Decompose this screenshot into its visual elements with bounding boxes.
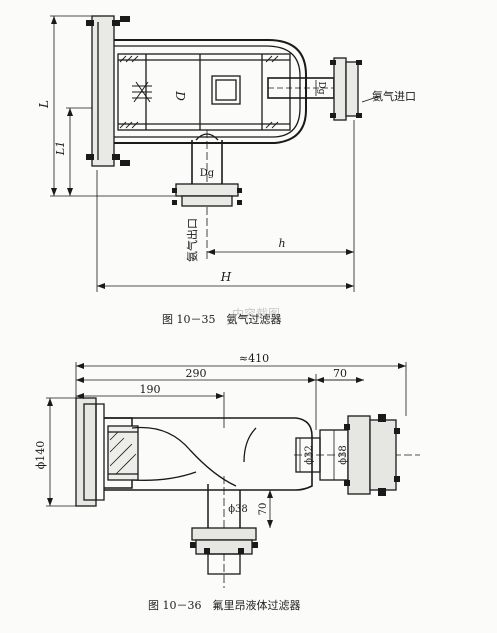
figure1-caption: 图 10－35 氨气过滤器 (162, 313, 282, 326)
dim-h-label: h (278, 237, 285, 250)
dim-L1-label: L1 (54, 141, 67, 156)
figure2-caption: 图 10－36 氟里昂液体过滤器 (148, 599, 301, 612)
dim-phi38-bottom-label: ϕ38 (228, 504, 248, 515)
dim-L-label: L (37, 100, 51, 109)
figure2-labels: ≈410 290 70 190 ϕ140 ϕ32 ϕ38 ϕ38 70 (34, 352, 349, 515)
inlet-label: 氨气进口 (372, 89, 416, 103)
figure1-labels: L L1 D Dg Dg 氨气进口 氨气出口 h H (37, 82, 416, 284)
dim-phi38-right-label: ϕ38 (338, 445, 349, 465)
freon-filter-drawing (46, 362, 420, 588)
dim-70-vert-label: 70 (258, 503, 269, 516)
ammonia-filter-drawing (50, 15, 381, 292)
watermark: 内容截图 (232, 306, 280, 321)
dim-70-top-label: 70 (333, 367, 347, 380)
dim-410-label: ≈410 (239, 352, 269, 365)
dim-190-label: 190 (140, 383, 161, 396)
dim-phi32-label: ϕ32 (304, 445, 315, 465)
dim-290-label: 290 (186, 367, 207, 380)
diameter-D-label: D (173, 90, 187, 101)
dim-H-label: H (220, 270, 232, 284)
dim-phi140-label: ϕ140 (34, 441, 47, 470)
outlet-dg-label: Dg (200, 168, 215, 179)
outlet-label: 氨气出口 (185, 218, 199, 262)
inlet-dg-label: Dg (316, 82, 326, 95)
